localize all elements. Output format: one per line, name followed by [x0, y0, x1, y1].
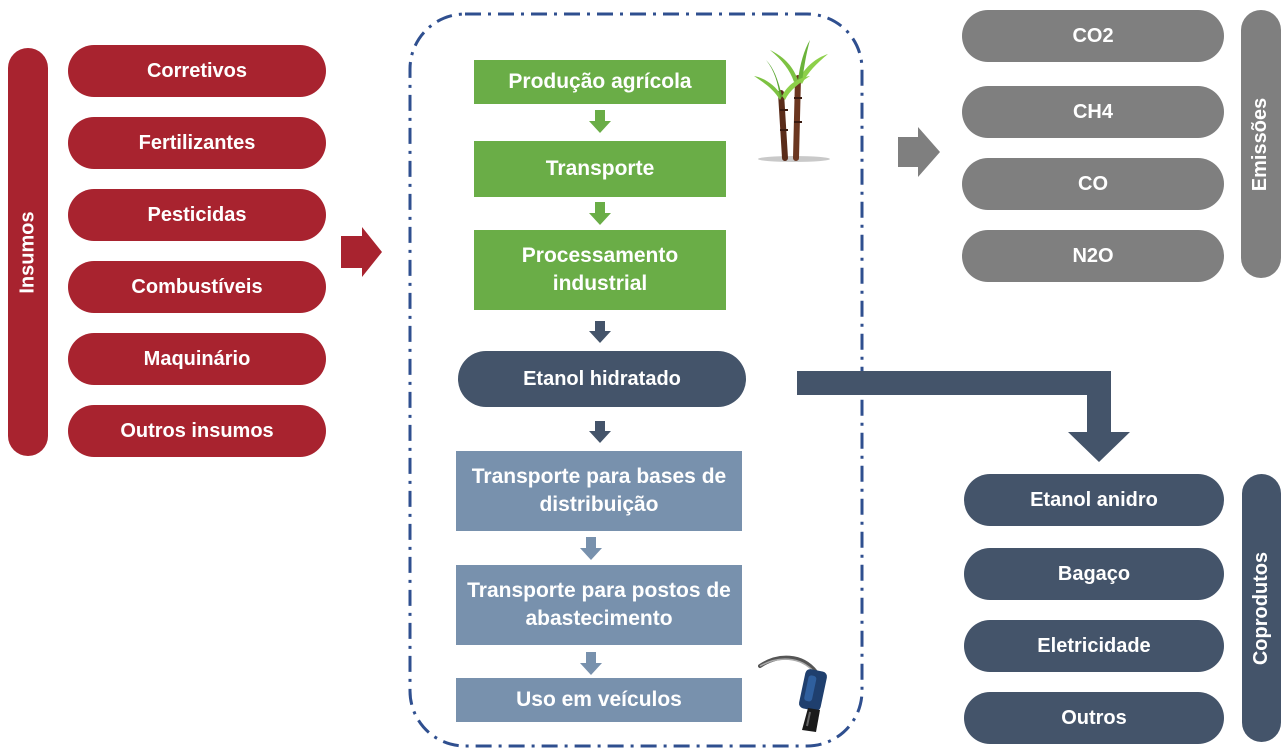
flow-arrow-1 — [589, 110, 611, 133]
emission-co2: CO2 — [962, 10, 1224, 62]
coproduto-etanol-anidro: Etanol anidro — [964, 474, 1224, 526]
insumo-maquinario: Maquinário — [68, 333, 326, 385]
fuel-nozzle-icon — [758, 655, 827, 732]
flow-arrow-5 — [580, 537, 602, 560]
coproduto-eletricidade: Eletricidade — [964, 620, 1224, 672]
stage-transporte-postos: Transporte para postos de abastecimento — [456, 565, 742, 645]
emissoes-label: Emissões — [1241, 10, 1281, 278]
insumo-outros: Outros insumos — [68, 405, 326, 457]
stage-processamento-industrial: Processamento industrial — [474, 230, 726, 310]
emission-n2o: N2O — [962, 230, 1224, 282]
insumos-arrow — [341, 227, 382, 277]
emission-co: CO — [962, 158, 1224, 210]
sugarcane-icon — [754, 40, 830, 162]
coproducts-arrow — [797, 371, 1130, 462]
emission-ch4: CH4 — [962, 86, 1224, 138]
insumo-fertilizantes: Fertilizantes — [68, 117, 326, 169]
insumos-label: Insumos — [8, 48, 48, 456]
flow-arrow-4 — [589, 421, 611, 443]
stage-producao-agricola: Produção agrícola — [474, 60, 726, 104]
flow-arrow-3 — [589, 321, 611, 343]
insumo-pesticidas: Pesticidas — [68, 189, 326, 241]
flow-arrow-6 — [580, 652, 602, 675]
flow-arrow-2 — [589, 202, 611, 225]
stage-transporte-bases: Transporte para bases de distribuição — [456, 451, 742, 531]
stage-etanol-hidratado: Etanol hidratado — [458, 351, 746, 407]
stage-uso-veiculos: Uso em veículos — [456, 678, 742, 722]
stage-transporte: Transporte — [474, 141, 726, 197]
insumo-combustiveis: Combustíveis — [68, 261, 326, 313]
insumo-corretivos: Corretivos — [68, 45, 326, 97]
emissions-arrow — [898, 127, 940, 177]
coprodutos-label: Coprodutos — [1242, 474, 1281, 742]
coproduto-outros: Outros — [964, 692, 1224, 744]
coproduto-bagaco: Bagaço — [964, 548, 1224, 600]
